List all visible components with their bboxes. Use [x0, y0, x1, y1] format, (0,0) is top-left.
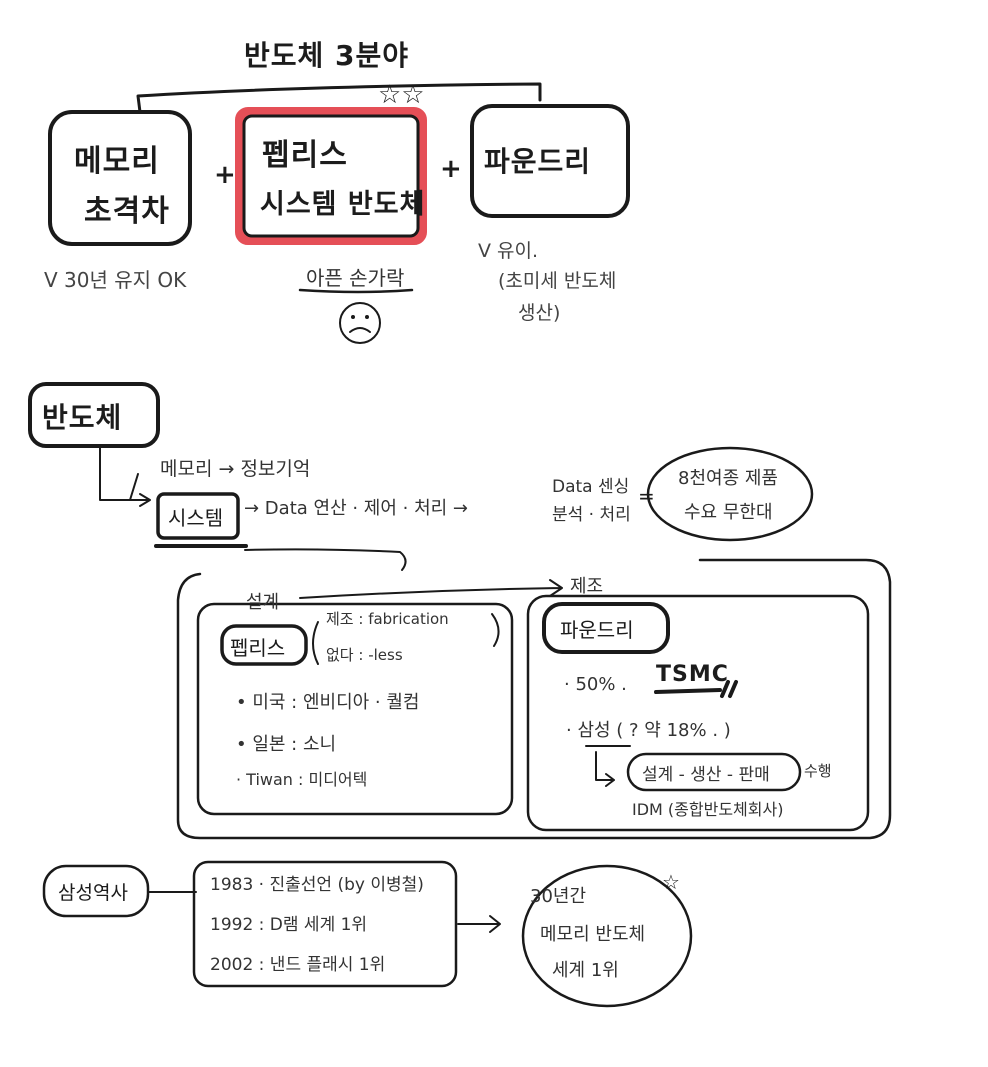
design-box: [196, 602, 514, 816]
data-result-2: 분석 · 처리: [552, 505, 631, 525]
history-event-1983: 1983 · 진출선언 (by 이병철): [210, 875, 424, 895]
samsung-share: · 삼성 ( ? 약 18% . ): [566, 720, 731, 741]
system-connector: [244, 548, 407, 571]
plus-1: +: [214, 160, 237, 190]
samsung-flow-suffix: 수행: [804, 762, 832, 780]
frown-mouth: [349, 327, 371, 333]
foundry-note-2: (초미세 반도체: [498, 270, 617, 292]
manufacture-box: [526, 594, 870, 832]
design-to-manufacture-arrow: [299, 579, 563, 599]
conclusion-circle: [521, 864, 693, 1008]
memory-line: 메모리 → 정보기억: [160, 458, 311, 480]
fabless-box-outline: [242, 114, 420, 238]
history-label: 삼성역사: [58, 882, 128, 904]
plus-2: +: [440, 154, 463, 184]
memory-note: V 30년 유지 OK: [44, 268, 187, 292]
frown-face-circle: [339, 302, 381, 344]
frown-eye-right: [365, 315, 369, 319]
foundry-note-3: 생산): [518, 302, 561, 324]
semiconductor-branch-line: [99, 445, 131, 501]
memory-box-outline: [48, 110, 192, 246]
idm-label: IDM (종합반도체회사): [632, 800, 784, 819]
foundry-small-box: [542, 602, 670, 654]
foundry-label: 파운드리: [560, 618, 634, 642]
equals-sign: =: [638, 484, 655, 508]
fabless-bracket-right: [491, 613, 500, 647]
tsmc-underline: [654, 680, 738, 698]
fabless-example-japan: • 일본 : 소니: [236, 734, 337, 755]
tsmc-label: TSMC: [656, 662, 729, 687]
manufacture-label: 제조: [570, 576, 604, 597]
demand-circle: [646, 446, 814, 542]
circle-note-1: 8천여종 제품: [678, 468, 778, 489]
fabless-stars: ☆☆: [378, 80, 425, 110]
frown-eye-left: [351, 315, 355, 319]
top-title: 반도체 3분야: [244, 39, 410, 72]
fabless-note: 아픈 손가락: [306, 266, 405, 290]
fabless-def-1: 제조 : fabrication: [326, 610, 449, 628]
conclusion-line1: 30년간: [530, 886, 587, 907]
system-label: 시스템: [168, 506, 224, 530]
data-process: → Data 연산 · 제어 · 처리 →: [244, 498, 468, 519]
fabless-small-box: [220, 624, 308, 666]
fabless-box-line1: 펩리스: [262, 138, 348, 173]
history-events-box: [192, 860, 458, 988]
system-box-outline: [156, 492, 240, 540]
semiconductor-title: 반도체: [42, 401, 123, 434]
foundry-box-outline: [470, 104, 630, 218]
conclusion-star: ☆: [662, 870, 680, 894]
foundry-note-1: V 유이.: [478, 240, 539, 262]
fabless-box-highlight: [235, 107, 427, 245]
circle-note-2: 수요 무한대: [684, 502, 773, 523]
samsung-flow: 설계 - 생산 - 판매: [642, 765, 770, 785]
foundry-box-label: 파운드리: [484, 145, 592, 178]
semiconductor-box-outline: [28, 382, 160, 448]
top-bracket: [136, 82, 542, 114]
fabless-bracket: [312, 621, 319, 665]
memory-box-line2: 초격차: [84, 194, 170, 229]
fabless-example-usa: • 미국 : 엔비디아 · 퀄컴: [236, 692, 420, 713]
history-arrow: [457, 915, 501, 933]
fabless-box-line2: 시스템 반도체: [260, 189, 426, 220]
memory-box-line1: 메모리: [74, 144, 160, 179]
foundry-share: · 50% .: [564, 674, 627, 695]
history-event-2002: 2002 : 낸드 플래시 1위: [210, 955, 386, 975]
data-result-1: Data 센싱: [552, 477, 630, 497]
outer-group-box: [176, 558, 892, 840]
samsung-arrow: [595, 751, 615, 787]
fabless-def-2: 없다 : -less: [326, 646, 403, 664]
history-event-1992: 1992 : D램 세계 1위: [210, 915, 368, 935]
branch-fork: [129, 473, 151, 507]
fabless-example-taiwan: · Tiwan : 미디어텍: [236, 770, 368, 789]
conclusion-line3: 세계 1위: [552, 960, 619, 981]
design-label: 설계: [246, 592, 280, 613]
fabless-label: 펩리스: [230, 636, 286, 660]
conclusion-line2: 메모리 반도체: [540, 924, 646, 945]
pain-underline: [298, 288, 414, 294]
samsung-flow-oval: [626, 752, 802, 792]
